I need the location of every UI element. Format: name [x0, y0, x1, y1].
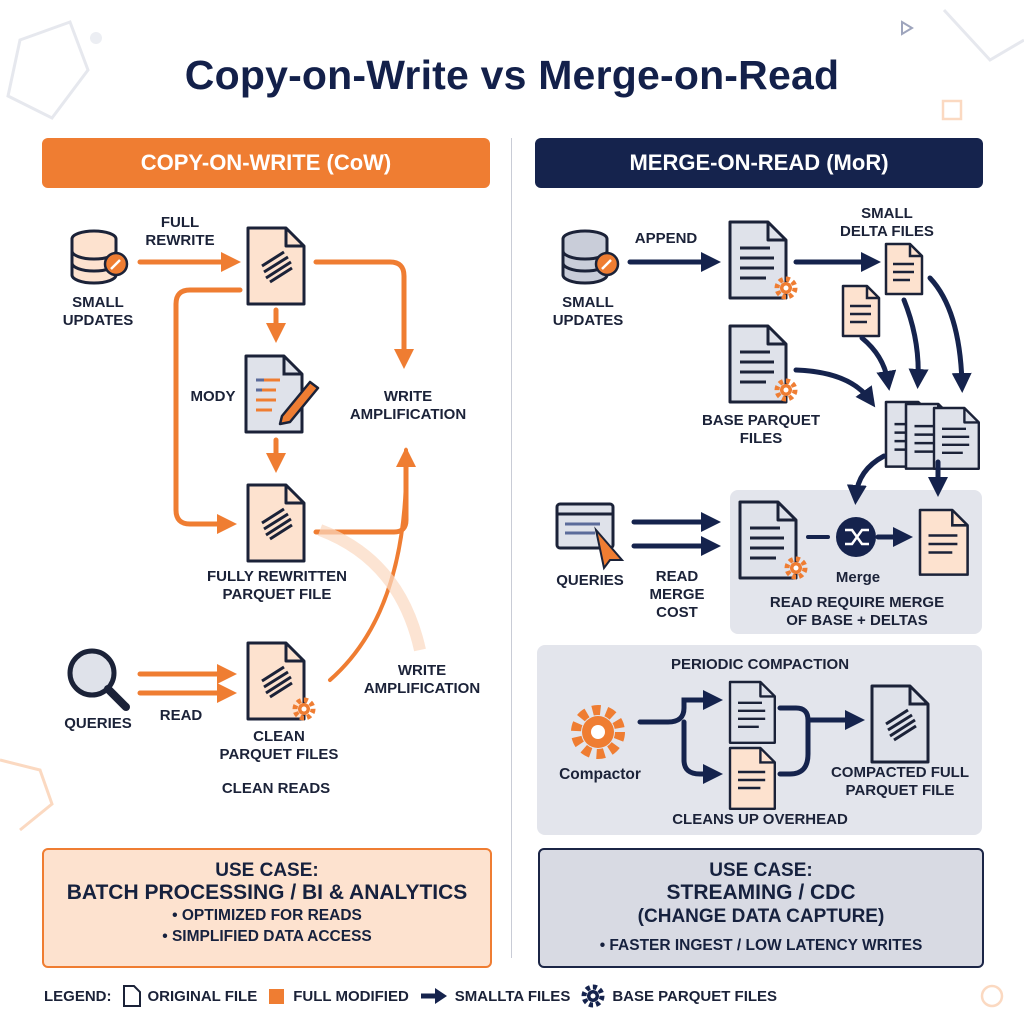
merged-file-icon — [918, 508, 969, 576]
legend-label: SMALLTA FILES — [454, 987, 571, 1005]
legend-item-original: ORIGINAL FILE — [122, 984, 258, 1008]
legend-item-modified: FULL MODIFIED — [267, 986, 409, 1006]
mor-source-label: SMALL UPDATES — [552, 294, 624, 329]
arrow-right-icon — [420, 988, 447, 1004]
compacted-file-icon — [870, 684, 930, 764]
full-rewrite-label: FULL REWRITE — [145, 214, 215, 249]
original-file-icon — [246, 226, 306, 306]
legend-item-base: BASE PARQUET FILES — [580, 983, 777, 1009]
legend-item-delta: SMALLTA FILES — [419, 986, 571, 1006]
read-require-merge-label: READ REQUIRE MERGE OF BASE + DELTAS — [769, 594, 945, 629]
cow-use-case-box: USE CASE: BATCH PROCESSING / BI & ANALYT… — [42, 848, 492, 968]
rewritten-file-icon — [246, 483, 306, 563]
compacted-file-label: COMPACTED FULL PARQUET FILE — [830, 764, 970, 799]
cow-read-label: READ — [159, 707, 203, 724]
modify-file-icon — [244, 354, 320, 434]
mor-banner: MERGE-ON-READ (MoR) — [535, 138, 983, 188]
compaction-delta-file-icon — [728, 746, 777, 811]
legend-label: BASE PARQUET FILES — [612, 987, 778, 1005]
mor-use-case-sub: (CHANGE DATA CAPTURE) — [637, 906, 885, 927]
cow-use-case-bullet: • SIMPLIFIED DATA ACCESS — [162, 928, 372, 945]
clean-reads-label: CLEAN READS — [221, 780, 331, 797]
compactor-label: Compactor — [559, 766, 641, 783]
cow-use-case-main: BATCH PROCESSING / BI & ANALYTICS — [66, 881, 468, 904]
orange-square-icon — [269, 989, 285, 1004]
cow-use-case-title: USE CASE: — [215, 860, 319, 881]
mor-use-case-bullet: • FASTER INGEST / LOW LATENCY WRITES — [599, 937, 923, 954]
database-icon-mor — [561, 229, 620, 285]
rewritten-file-label: FULLY REWRITTEN PARQUET FILE — [206, 568, 347, 603]
cow-banner: COPY-ON-WRITE (CoW) — [42, 138, 490, 188]
cow-queries-label: QUERIES — [64, 715, 132, 732]
base-file-icon — [728, 324, 795, 404]
mor-use-case-box: USE CASE: STREAMING / CDC (CHANGE DATA C… — [538, 848, 984, 968]
delta-files-label: SMALL DELTA FILES — [840, 205, 934, 240]
mor-use-case-main: STREAMING / CDC — [666, 881, 856, 904]
clean-files-label: CLEAN PARQUET FILES — [219, 728, 339, 763]
clean-file-icon — [246, 641, 313, 721]
write-amplification-label-bottom: WRITE AMPLIFICATION — [363, 662, 481, 697]
write-amplification-label-top: WRITE AMPLIFICATION — [349, 388, 467, 423]
legend-title: LEGEND: — [44, 987, 112, 1005]
cow-use-case-bullet: • OPTIMIZED FOR READS — [172, 907, 362, 924]
mor-queries-label: QUERIES — [556, 572, 624, 589]
compaction-title: PERIODIC COMPACTION — [670, 656, 850, 673]
queries-window-icon — [555, 502, 625, 571]
database-icon — [70, 229, 129, 285]
read-file-icon — [738, 500, 805, 580]
delta-file-icon — [884, 242, 924, 296]
merge-label: Merge — [835, 569, 881, 586]
append-file-icon — [728, 220, 795, 300]
base-parquet-label: BASE PARQUET FILES — [701, 412, 821, 447]
cleans-overhead-label: CLEANS UP OVERHEAD — [672, 811, 848, 828]
read-merge-cost-label: READ MERGE COST — [649, 568, 705, 621]
merge-icon — [836, 517, 876, 557]
legend: LEGEND: ORIGINAL FILE FULL MODIFIED SMAL… — [44, 985, 787, 1007]
document-icon — [122, 985, 141, 1007]
search-icon — [67, 648, 130, 711]
modify-label: MODY — [190, 388, 236, 405]
cow-source-label: SMALL UPDATES — [62, 294, 134, 329]
delta-file-icon-2 — [841, 284, 881, 338]
compaction-input-file-icon — [728, 680, 776, 744]
page-title: Copy-on-Write vs Merge-on-Read — [184, 52, 840, 98]
mor-use-case-title: USE CASE: — [709, 860, 813, 881]
legend-label: ORIGINAL FILE — [147, 987, 258, 1005]
legend-label: FULL MODIFIED — [293, 987, 409, 1005]
gear-icon — [580, 983, 606, 1009]
stacked-files-icon — [884, 400, 980, 470]
append-label: APPEND — [634, 230, 698, 247]
column-divider — [511, 138, 512, 958]
compactor-gear-icon — [571, 705, 625, 759]
